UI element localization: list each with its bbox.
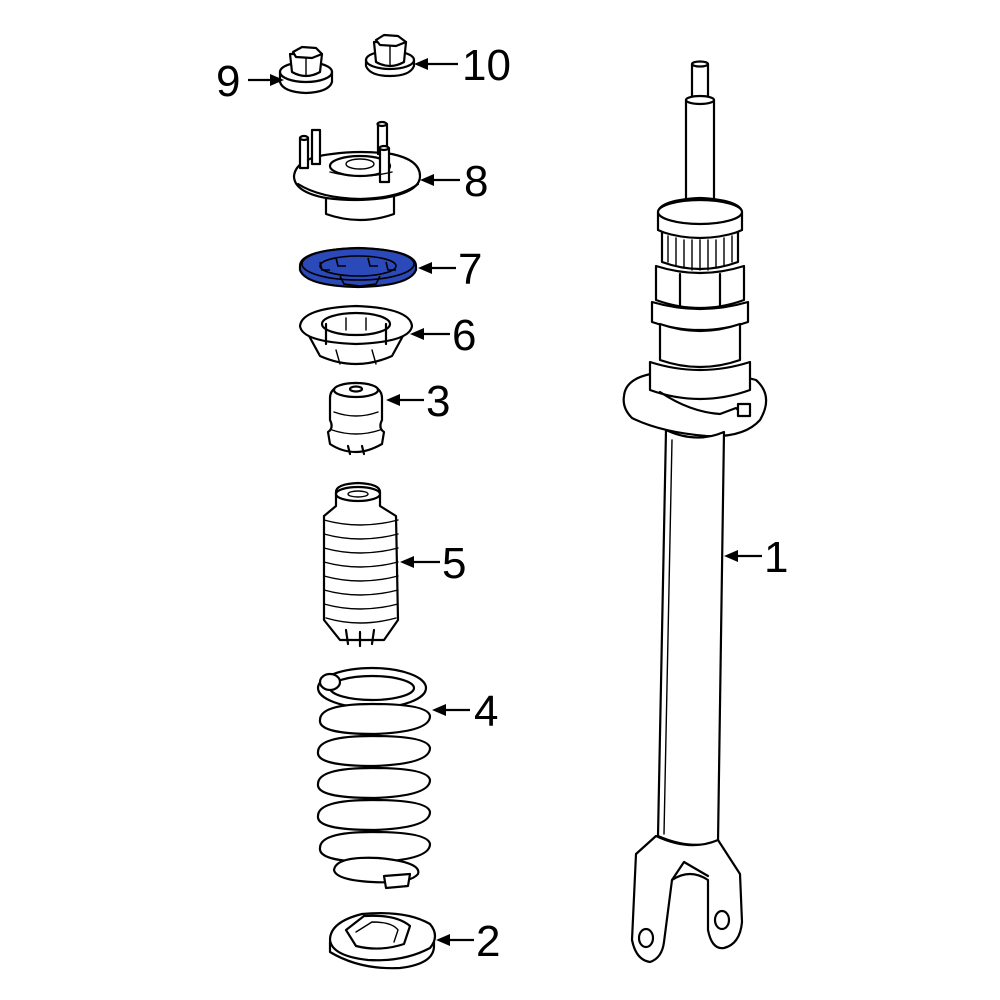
callout-label-2: 2	[476, 917, 500, 966]
callout-2: 2	[436, 917, 500, 966]
callout-5: 5	[400, 539, 466, 588]
callout-label-5: 5	[442, 539, 466, 588]
part-4-coil-spring[interactable]	[316, 666, 432, 890]
part-10-nut[interactable]	[364, 33, 416, 78]
callout-label-1: 1	[764, 533, 788, 582]
callout-label-3: 3	[426, 377, 450, 426]
callout-6: 6	[410, 311, 476, 360]
callout-label-6: 6	[452, 311, 476, 360]
callout-8: 8	[420, 157, 488, 206]
callout-3: 3	[386, 377, 450, 426]
callout-10: 10	[414, 41, 511, 90]
callout-label-4: 4	[474, 687, 498, 736]
callout-label-9: 9	[216, 57, 240, 106]
part-1-strut-assembly[interactable]	[622, 60, 768, 964]
part-7-insulator[interactable]	[298, 246, 418, 289]
callout-9: 9	[216, 57, 284, 106]
part-9-nut[interactable]	[278, 45, 334, 95]
part-8-strut-mount[interactable]	[292, 120, 422, 222]
callout-7: 7	[418, 245, 482, 294]
part-5-dust-boot[interactable]	[322, 481, 400, 648]
callout-label-7: 7	[458, 245, 482, 294]
part-7-body	[298, 246, 418, 289]
callout-label-10: 10	[462, 41, 511, 90]
part-3-bump-stop[interactable]	[326, 381, 386, 456]
callout-1: 1	[724, 533, 788, 582]
callout-4: 4	[432, 687, 498, 736]
part-2-lower-spring-seat[interactable]	[328, 912, 437, 970]
part-6-spring-seat[interactable]	[298, 304, 414, 366]
callout-label-8: 8	[464, 157, 488, 206]
